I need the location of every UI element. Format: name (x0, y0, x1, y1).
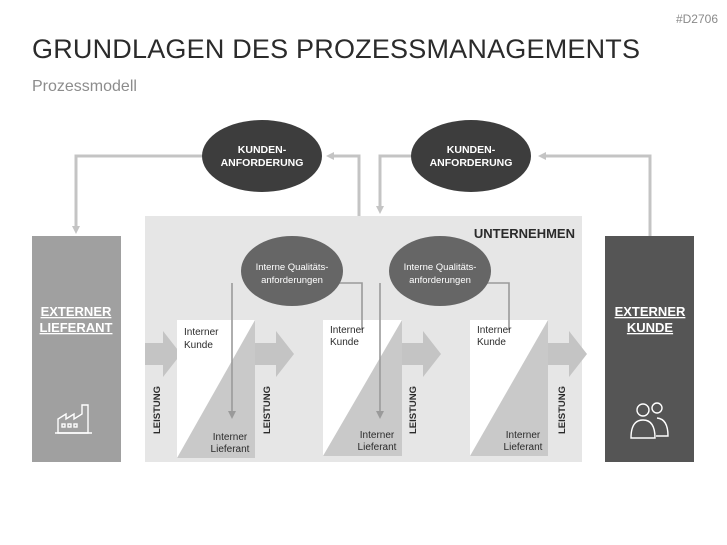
process-step-2 (323, 320, 402, 456)
page-code: #D2706 (675, 12, 718, 26)
internal-supplier-3-line1: Interner (506, 430, 541, 441)
internal-quality-2-line2: anforderungen (409, 275, 471, 286)
customer-requirement-left-line1: KUNDEN- (238, 144, 287, 156)
customer-requirement-ellipse-left (202, 120, 322, 192)
internal-customer-1-line1: Interner (184, 327, 219, 338)
internal-supplier-2-line2: Lieferant (358, 442, 397, 453)
internal-quality-1-line1: Interne Qualitäts- (256, 262, 329, 273)
external-supplier-line1: EXTERNER (41, 304, 112, 319)
external-customer-line1: EXTERNER (615, 304, 686, 319)
customer-requirement-right-line1: KUNDEN- (447, 144, 496, 156)
internal-customer-1-line2: Kunde (184, 340, 213, 351)
external-supplier-line2: LIEFERANT (40, 320, 113, 335)
internal-quality-ellipse-1 (241, 236, 343, 306)
customer-requirement-ellipse-right (411, 120, 531, 192)
process-step-1 (177, 320, 255, 458)
output-label-4: LEISTUNG (557, 386, 568, 434)
internal-customer-3-line2: Kunde (477, 337, 506, 348)
output-label-2: LEISTUNG (262, 386, 273, 434)
feedback-loop-right (376, 152, 652, 236)
internal-customer-3-line1: Interner (477, 325, 512, 336)
page-title: GRUNDLAGEN DES PROZESSMANAGEMENTS (32, 34, 641, 64)
internal-supplier-1-line2: Lieferant (211, 444, 250, 455)
internal-quality-1-line2: anforderungen (261, 275, 323, 286)
internal-quality-2-line1: Interne Qualitäts- (404, 262, 477, 273)
internal-quality-ellipse-2 (389, 236, 491, 306)
output-label-1: LEISTUNG (152, 386, 163, 434)
external-customer-line2: KUNDE (627, 320, 674, 335)
internal-customer-2-line2: Kunde (330, 337, 359, 348)
feedback-loop-left (72, 152, 361, 234)
company-label: UNTERNEHMEN (474, 226, 575, 241)
internal-supplier-3-line2: Lieferant (504, 442, 543, 453)
page-subtitle: Prozessmodell (32, 78, 137, 95)
internal-customer-2-line1: Interner (330, 325, 365, 336)
external-customer-box (605, 236, 694, 462)
people-icon (630, 402, 669, 439)
process-step-3 (470, 320, 548, 456)
flow-arrows (145, 331, 587, 377)
quality-connectors (228, 282, 510, 419)
customer-requirement-left-line2: ANFORDERUNG (221, 157, 304, 169)
external-supplier-box (32, 236, 121, 462)
internal-supplier-2-line1: Interner (360, 430, 395, 441)
customer-requirement-right-line2: ANFORDERUNG (430, 157, 513, 169)
factory-icon (55, 404, 92, 434)
output-label-3: LEISTUNG (408, 386, 419, 434)
internal-supplier-1-line1: Interner (213, 432, 248, 443)
